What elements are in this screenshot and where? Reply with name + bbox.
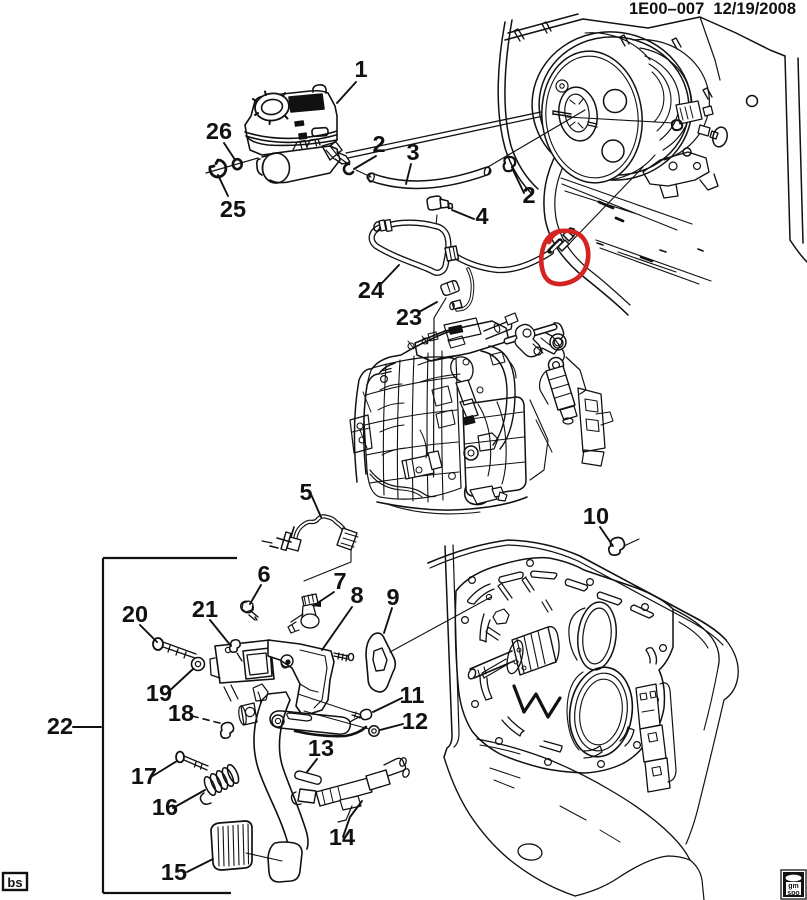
svg-text:4: 4 [475,203,488,229]
svg-text:1: 1 [354,56,367,82]
svg-text:11: 11 [400,682,425,708]
svg-text:24: 24 [358,277,384,303]
svg-text:13: 13 [308,735,334,761]
svg-text:12: 12 [402,708,428,734]
svg-text:20: 20 [122,601,148,627]
svg-text:14: 14 [329,824,355,850]
svg-text:2: 2 [522,182,535,208]
svg-text:25: 25 [220,196,246,222]
svg-text:spo: spo [787,890,799,897]
svg-text:10: 10 [583,503,609,529]
svg-text:8: 8 [350,582,363,608]
svg-text:7: 7 [333,568,346,594]
svg-text:9: 9 [386,584,399,610]
svg-text:26: 26 [206,118,232,144]
svg-text:5: 5 [299,479,312,505]
svg-text:21: 21 [192,596,218,622]
svg-text:18: 18 [168,700,194,726]
svg-text:2: 2 [372,131,385,157]
svg-text:15: 15 [161,859,187,885]
svg-text:3: 3 [406,139,419,165]
svg-text:23: 23 [396,304,422,330]
svg-text:22: 22 [47,713,73,739]
svg-text:1E00–007 12/19/2008: 1E00–007 12/19/2008 [629,0,796,18]
svg-text:6: 6 [257,561,270,587]
svg-text:gm: gm [788,883,799,890]
svg-text:bs: bs [7,875,22,890]
